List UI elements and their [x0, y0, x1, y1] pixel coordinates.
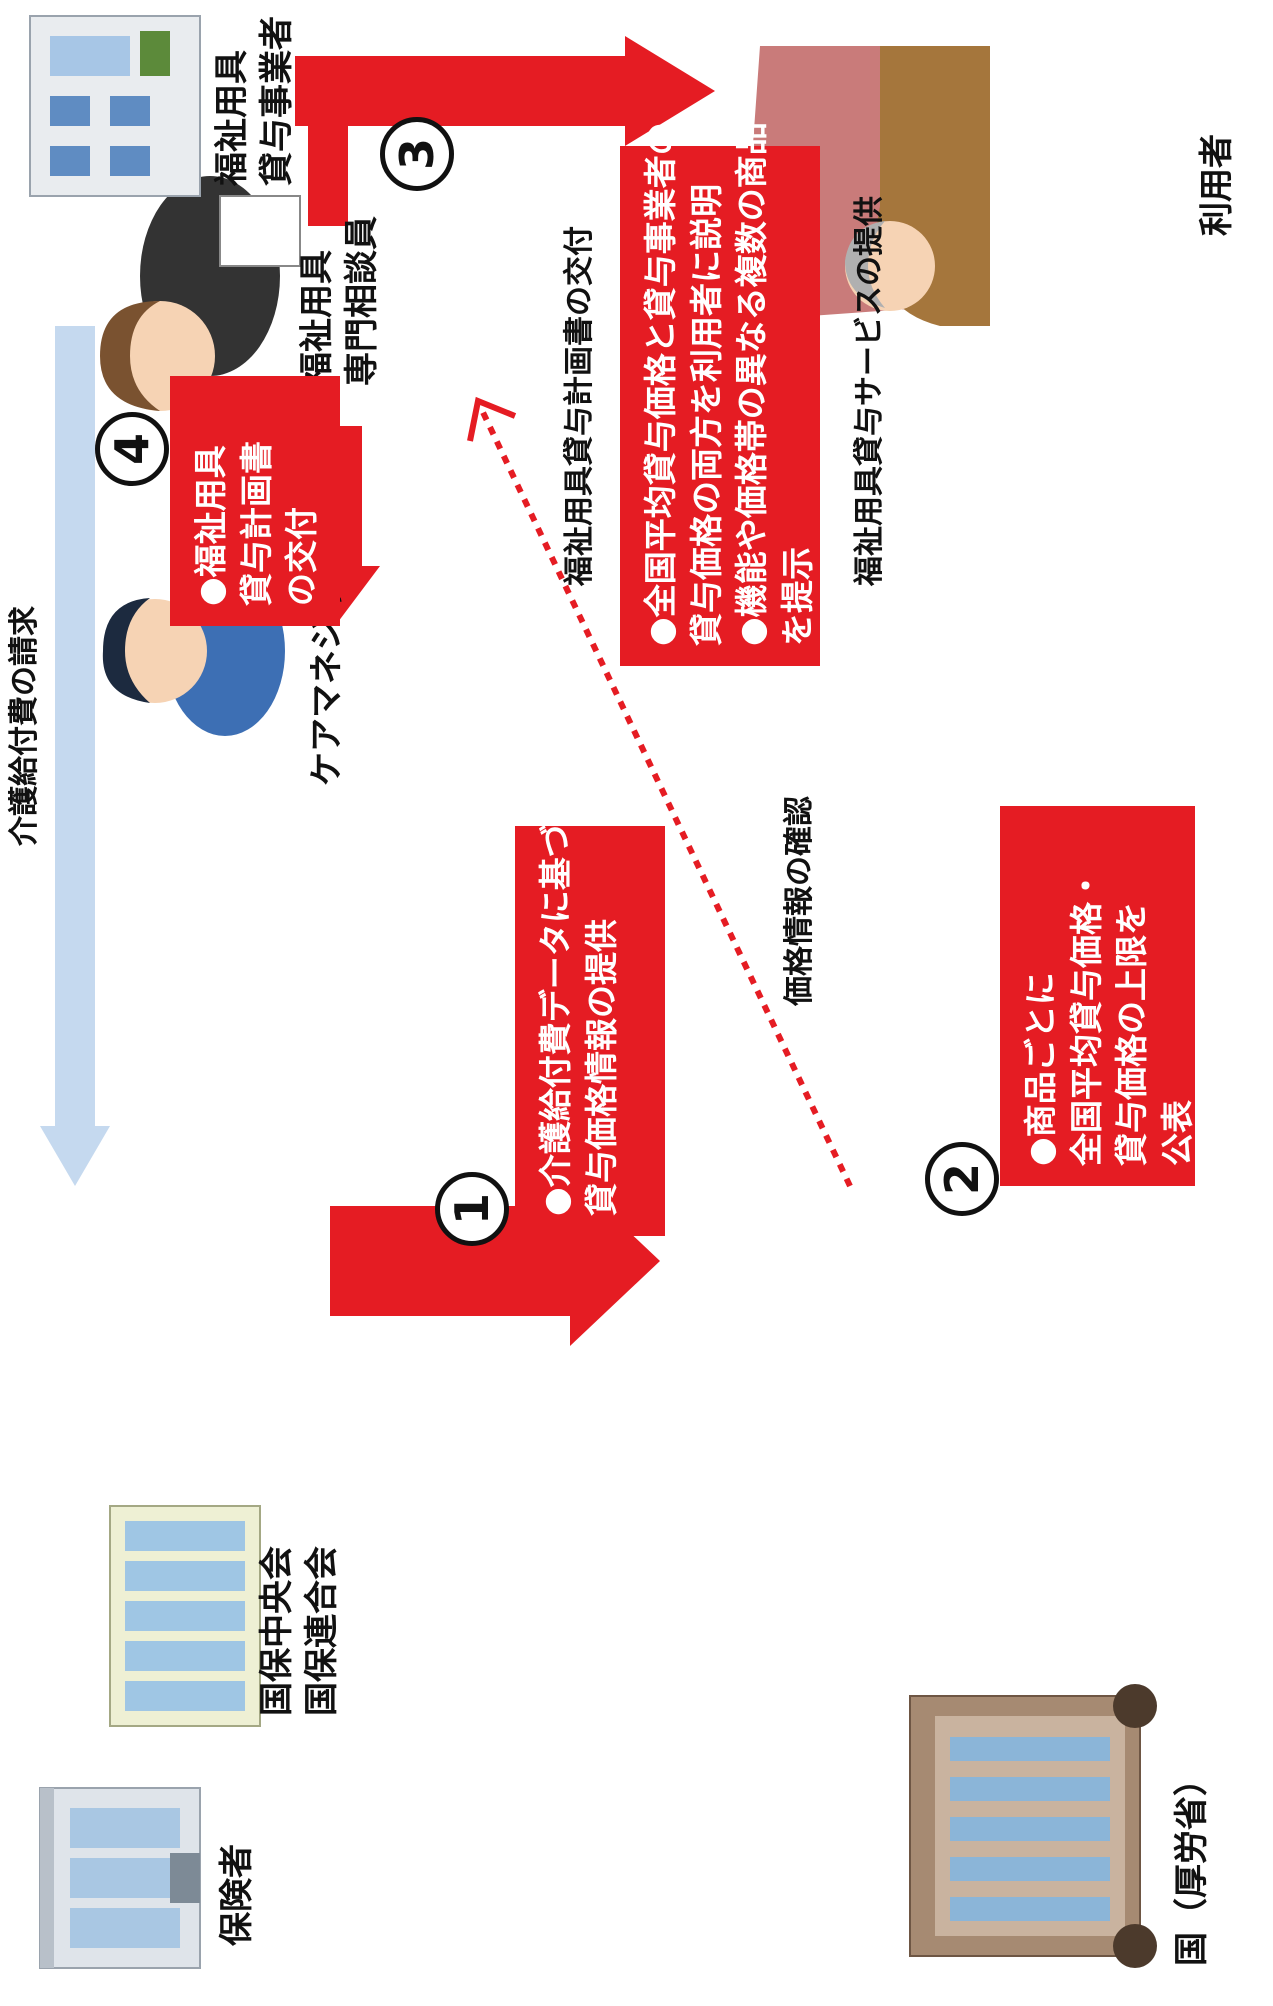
step-4-line-2: 貸与計画書 — [236, 441, 276, 606]
step-3-badge: 3 — [380, 117, 454, 191]
step-3-line-4: を提示 — [777, 547, 817, 646]
step-2-line-3: 貸与価格の上限を — [1112, 902, 1152, 1166]
label-rental-1: 福祉用具 — [212, 50, 252, 186]
step-3-line-3: ●機能や価格帯の異なる複数の商品 — [732, 122, 772, 646]
label-rental-2: 貸与事業者 — [257, 16, 297, 186]
step-4-badge: 4 — [95, 412, 169, 486]
step-3-line-1: ●全国平均貸与価格と貸与事業者の — [641, 122, 680, 646]
step-4-line-1: ●福祉用具 — [191, 445, 230, 606]
billing-arrow — [40, 326, 110, 1186]
service-arrow — [308, 106, 348, 226]
label-consultant-1: 福祉用具 — [297, 250, 337, 386]
price-check-dotted-arrow — [467, 396, 853, 1188]
label-price-check: 価格情報の確認 — [782, 796, 817, 1006]
step-2-box: ●商品ごとに 全国平均貸与価格・ 貸与価格の上限を 公表 — [1000, 806, 1197, 1186]
service-arrow-main — [295, 36, 715, 146]
step-2-line-1: ●商品ごとに — [1021, 972, 1060, 1166]
insurer-building-icon — [39, 1787, 201, 1969]
step-1-line-1: ●介護給付費データに基づき — [536, 791, 575, 1216]
step-1-line-2: 貸与価格情報の提供 — [581, 919, 621, 1216]
label-kokuho-2: 国保連合会 — [302, 1546, 342, 1716]
label-kokuho-1: 国保中央会 — [257, 1546, 297, 1716]
step-1-box: ●介護給付費データに基づき 貸与価格情報の提供 — [515, 791, 665, 1236]
step-4-line-3: の交付 — [282, 507, 322, 606]
label-insurer: 保険者 — [217, 1844, 257, 1946]
label-consultant-2: 専門相談員 — [342, 216, 382, 386]
step-4-box: ●福祉用具 貸与計画書 の交付 — [170, 376, 340, 626]
label-ministry: 国（厚労省） — [1172, 1762, 1212, 1966]
consultant-icon — [100, 176, 301, 411]
step-2-badge: 2 — [925, 1142, 999, 1216]
step-1-badge: 1 — [435, 1172, 509, 1246]
step-3-line-2: 貸与価格の両方を利用者に説明 — [686, 184, 726, 646]
step-2-line-2: 全国平均貸与価格・ — [1066, 869, 1106, 1166]
step-2-line-4: 公表 — [1157, 1100, 1197, 1166]
rental-shop-icon — [29, 15, 201, 197]
kokuho-building-icon — [109, 1505, 261, 1727]
ministry-building-icon — [909, 1684, 1157, 1968]
label-service: 福祉用具貸与サービスの提供 — [852, 196, 887, 586]
label-user: 利用者 — [1197, 134, 1237, 236]
step-3-box: ●全国平均貸与価格と貸与事業者の 貸与価格の両方を利用者に説明 ●機能や価格帯の… — [620, 122, 820, 666]
label-billing: 介護給付費の請求 — [7, 606, 42, 846]
label-plan-delivery: 福祉用具貸与計画書の交付 — [562, 226, 597, 586]
